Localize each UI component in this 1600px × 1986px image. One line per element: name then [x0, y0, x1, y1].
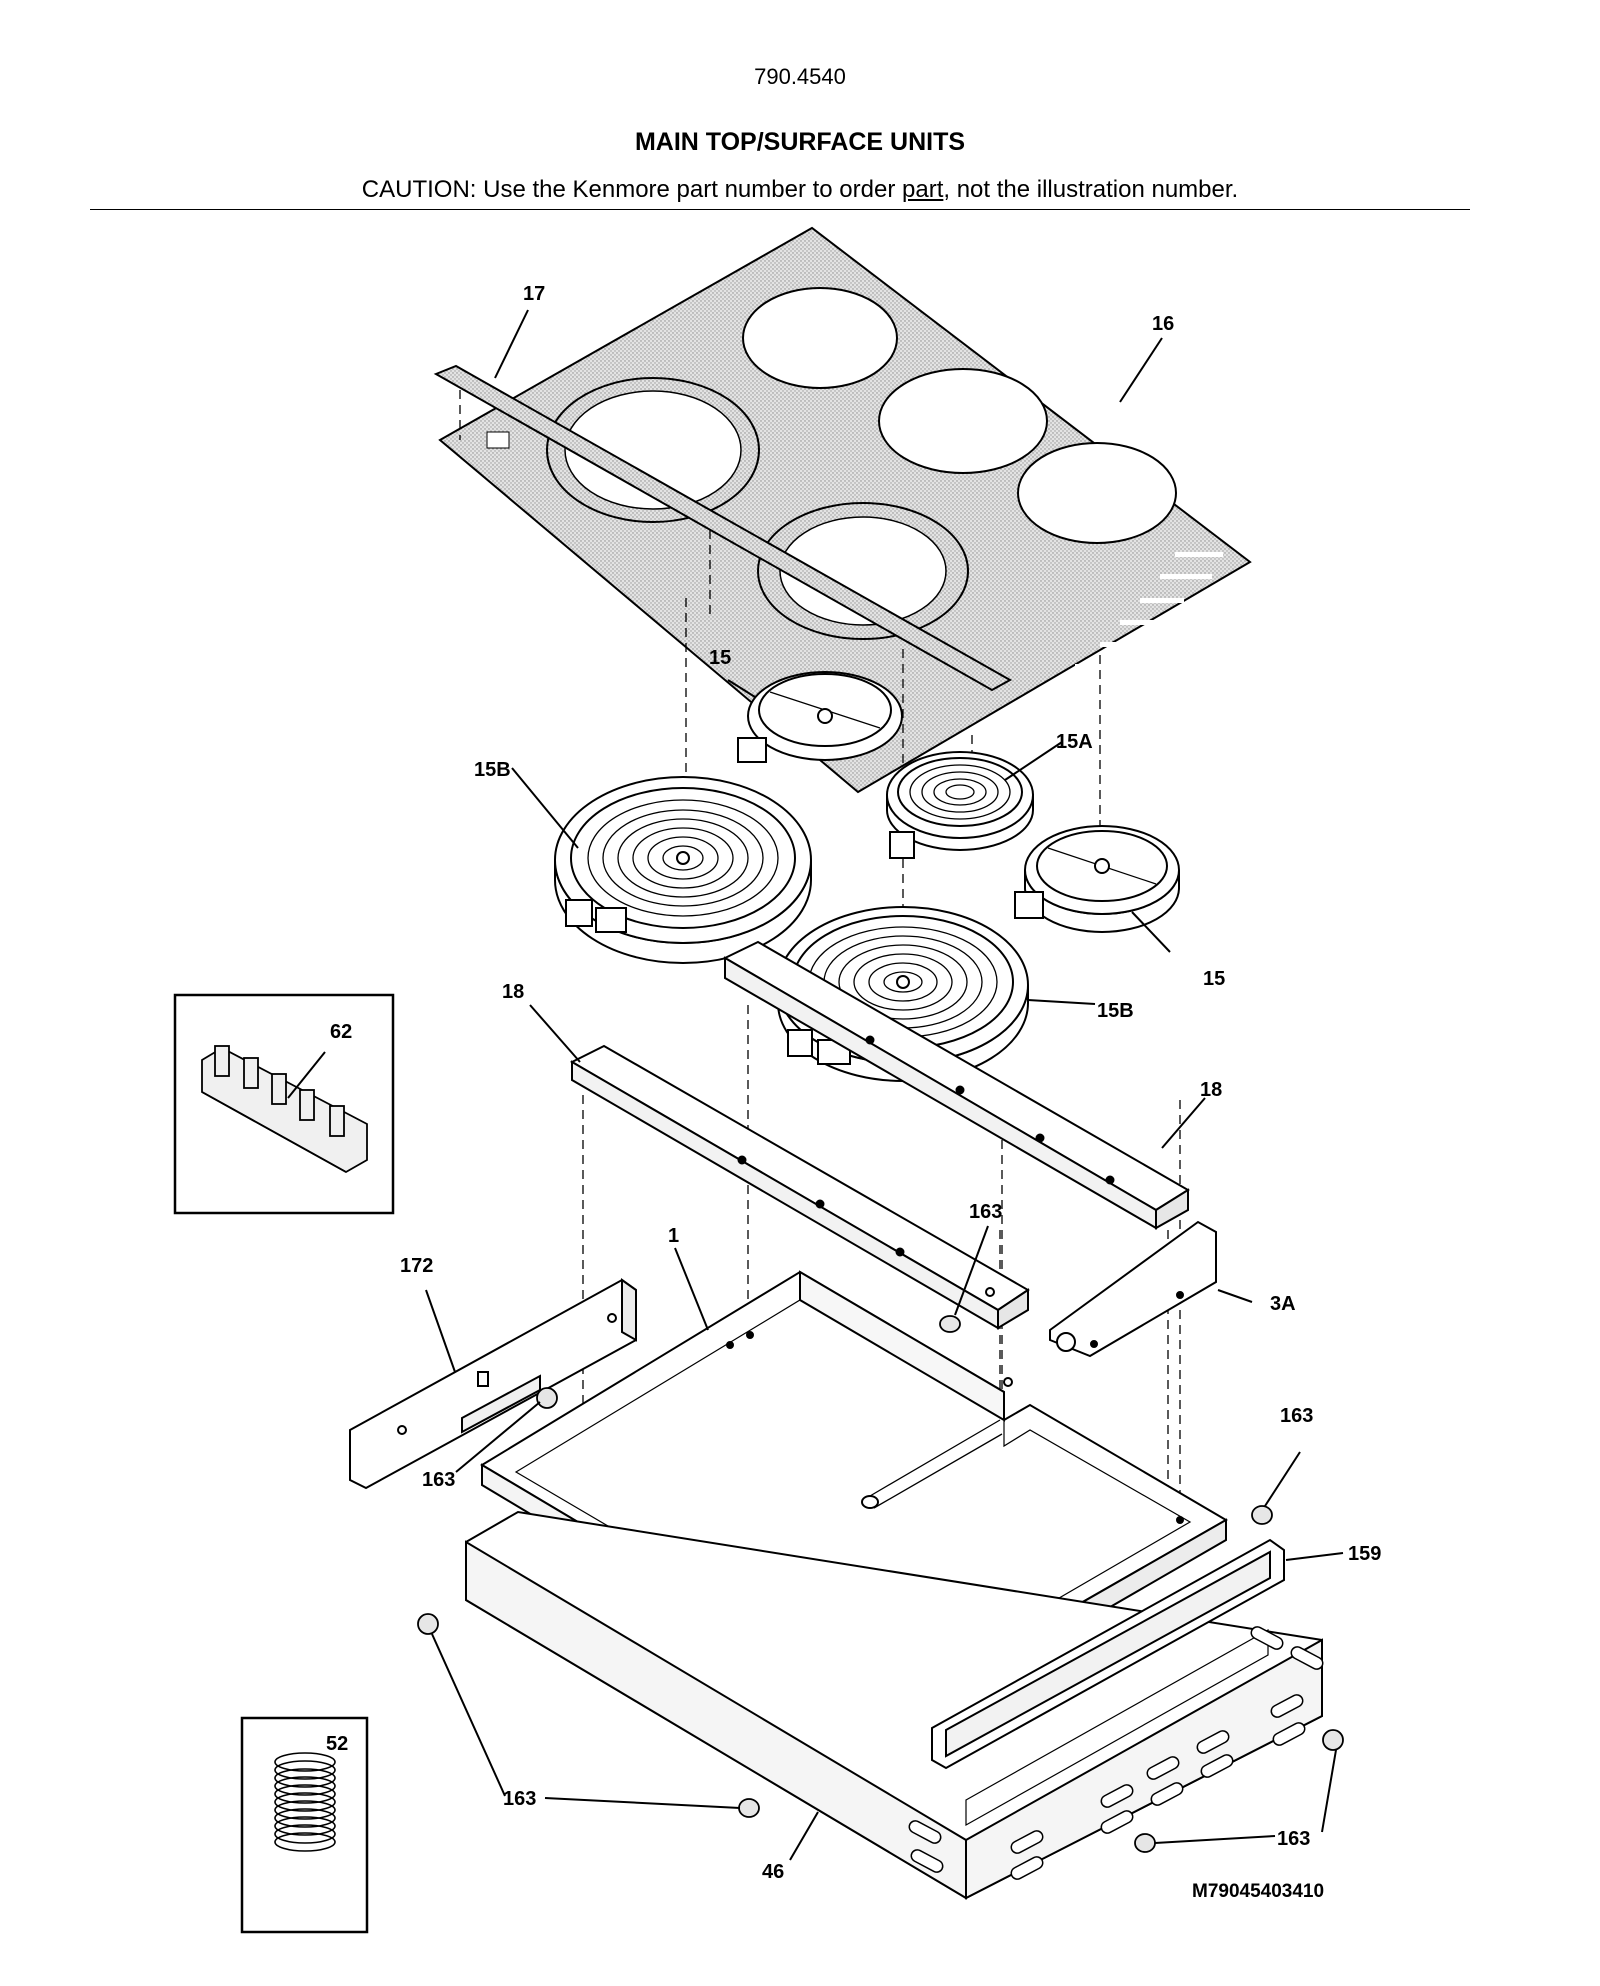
callout-16: 16 [1152, 313, 1174, 335]
bracket-3a[interactable] [1049, 1220, 1217, 1358]
vent-slots [908, 1626, 1324, 1880]
callout-15-right: 15 [1203, 968, 1225, 990]
inset-spring [240, 1716, 369, 1934]
callout-15b-bottom: 15B [1097, 1000, 1134, 1022]
spacer-bottom-right-edge[interactable] [1322, 1729, 1344, 1751]
callout-159: 159 [1348, 1543, 1381, 1565]
logo-badge [486, 431, 510, 449]
caution-note: CAUTION: Use the Kenmore part number to … [0, 176, 1600, 204]
surface-element-small-right[interactable] [1014, 825, 1180, 933]
spacer-bottom-center[interactable] [738, 1798, 760, 1818]
callout-52: 52 [326, 1733, 348, 1755]
spacer-mid[interactable] [939, 1315, 961, 1333]
callout-163-bottom-left: 163 [503, 1788, 536, 1810]
callout-18-right: 18 [1200, 1079, 1222, 1101]
surface-element-small-rear[interactable] [737, 671, 903, 763]
front-rail-159[interactable] [931, 1538, 1285, 1770]
callout-15b-left: 15B [474, 759, 511, 781]
inset-terminal-block [173, 993, 395, 1215]
callout-1: 1 [668, 1225, 679, 1247]
callout-172: 172 [400, 1255, 433, 1277]
spacer-right-top[interactable] [1251, 1505, 1273, 1525]
spacer-bottom-left-edge[interactable] [417, 1613, 439, 1635]
bottom-tray[interactable] [465, 1510, 1325, 1900]
callout-15a: 15A [1056, 731, 1093, 753]
terminal-block[interactable] [201, 1045, 368, 1174]
caution-prefix: CAUTION: Use the Kenmore part number to … [361, 176, 902, 203]
side-bracket-172[interactable] [349, 1278, 637, 1490]
callout-163-right-top: 163 [1280, 1405, 1313, 1427]
caution-link[interactable]: part [902, 176, 944, 203]
diagram-code: M79045403410 [1192, 1881, 1324, 1902]
surface-element-radiant-rear-right[interactable] [886, 751, 1034, 859]
callout-163-bottom-right: 163 [1277, 1828, 1310, 1850]
spacer-left[interactable] [536, 1387, 558, 1409]
spacer-bottom-right[interactable] [1134, 1833, 1156, 1853]
model-number: 790.4540 [754, 64, 846, 89]
callout-62: 62 [330, 1021, 352, 1043]
callout-163-mid: 163 [969, 1201, 1002, 1223]
callout-15-top: 15 [709, 647, 731, 669]
element-support-bracket-right[interactable] [722, 940, 1190, 1230]
trim-strip[interactable] [433, 364, 1013, 692]
header-divider [90, 209, 1470, 210]
spring[interactable] [274, 1752, 336, 1852]
surface-element-dual-left[interactable] [554, 776, 812, 964]
page-title: MAIN TOP/SURFACE UNITS [634, 128, 966, 156]
callout-163-left: 163 [422, 1469, 455, 1491]
element-support-bracket-left[interactable] [569, 1044, 1030, 1330]
caution-suffix: , not the illustration number. [943, 176, 1239, 203]
callout-46: 46 [762, 1861, 784, 1883]
callout-3a: 3A [1270, 1293, 1296, 1315]
touch-control-markings [1050, 552, 1223, 689]
callout-18-left: 18 [502, 981, 524, 1003]
callout-17: 17 [523, 283, 545, 305]
glass-cooktop[interactable] [438, 226, 1252, 794]
leader-lines [287, 309, 1344, 1861]
